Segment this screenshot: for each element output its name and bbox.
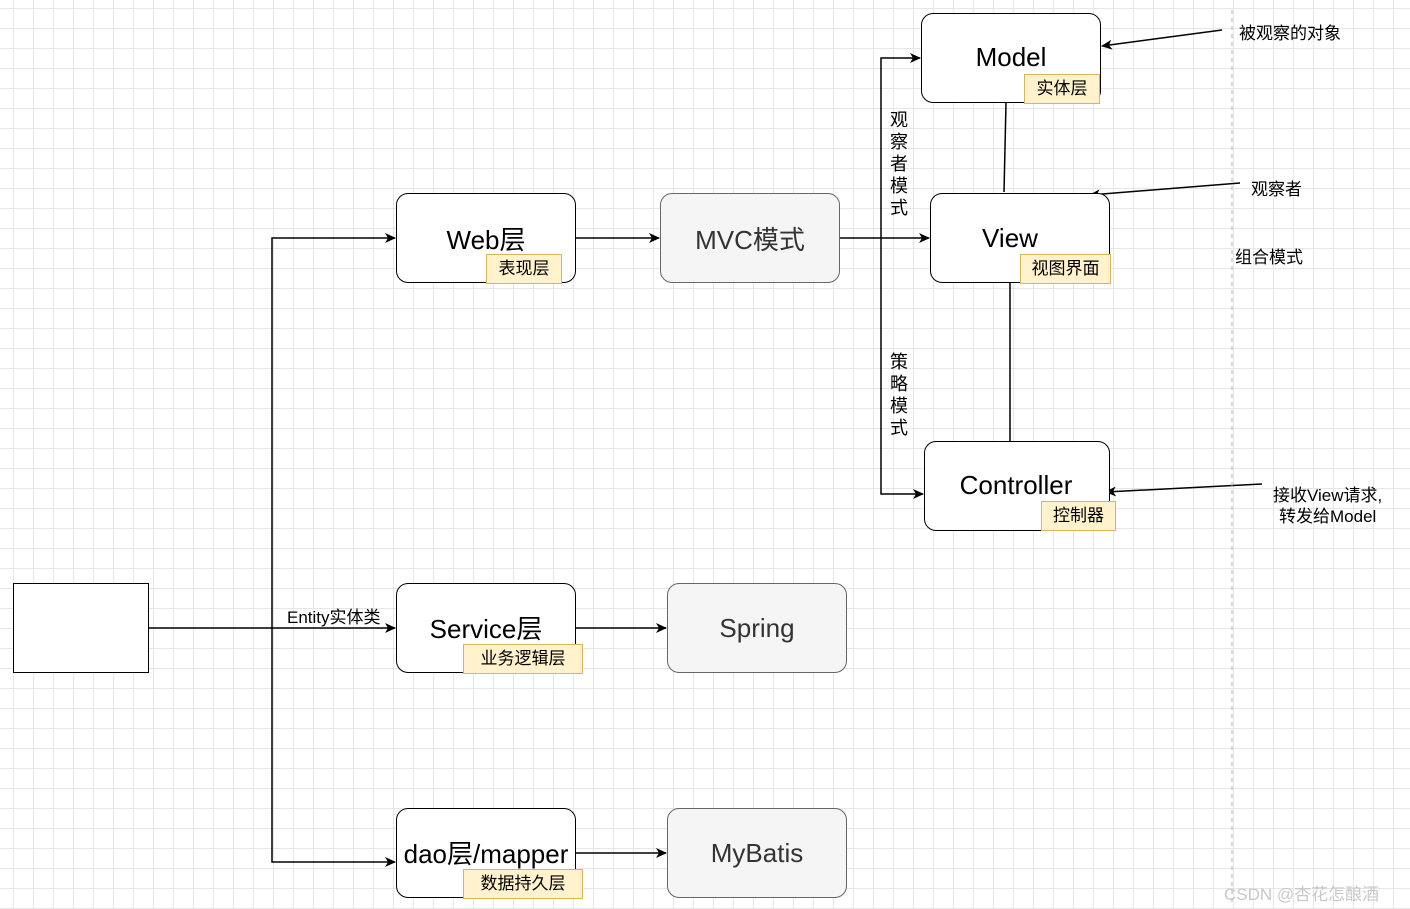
controller-label: Controller	[959, 469, 1073, 500]
mybatis-label: MyBatis	[710, 837, 804, 868]
dao-layer-label: dao层/mapper	[403, 838, 569, 869]
controller-tag: 控制器	[1041, 501, 1116, 531]
pointer-controller-note	[1105, 483, 1263, 497]
model-label: Model	[975, 41, 1047, 72]
observer-pattern-label: 观察者模式	[890, 110, 908, 218]
web-layer-label: Web层	[446, 224, 526, 255]
mvc-label: MVC模式	[695, 224, 805, 255]
view-tag: 视图界面	[1020, 254, 1111, 284]
spring-node: Spring	[667, 583, 847, 673]
spring-label: Spring	[719, 612, 795, 643]
mvc-node: MVC模式	[660, 193, 840, 283]
observer-label: 观察者	[1251, 180, 1302, 199]
edge-model-view	[1003, 102, 1007, 193]
watermark: CSDN @杏花怎酿酒	[1224, 885, 1380, 904]
web-layer-tag: 表现层	[486, 254, 562, 284]
service-layer-label: Service层	[429, 613, 543, 644]
edge-mvc-to-controller	[880, 238, 924, 499]
source-box	[13, 583, 149, 673]
pointer-observed-object	[1101, 29, 1223, 50]
edge-trunk-to-web	[271, 233, 396, 628]
edge-trunk-to-dao	[271, 628, 396, 867]
observed-object-label: 被观察的对象	[1239, 24, 1341, 43]
composite-pattern-label: 组合模式	[1235, 248, 1303, 267]
controller-note-line2: 转发给Model	[1279, 507, 1377, 526]
model-tag: 实体层	[1024, 74, 1100, 104]
view-label: View	[982, 222, 1038, 253]
mybatis-node: MyBatis	[667, 808, 847, 898]
edge-mvc-to-model	[880, 53, 921, 238]
dao-layer-tag: 数据持久层	[463, 869, 583, 899]
model-node: Model	[921, 13, 1101, 103]
entity-label: Entity实体类	[287, 608, 381, 627]
pointer-observer	[1089, 182, 1241, 200]
service-layer-tag: 业务逻辑层	[463, 644, 583, 674]
strategy-pattern-label: 策略模式	[890, 352, 908, 438]
controller-note-line1: 接收View请求,	[1273, 486, 1383, 505]
